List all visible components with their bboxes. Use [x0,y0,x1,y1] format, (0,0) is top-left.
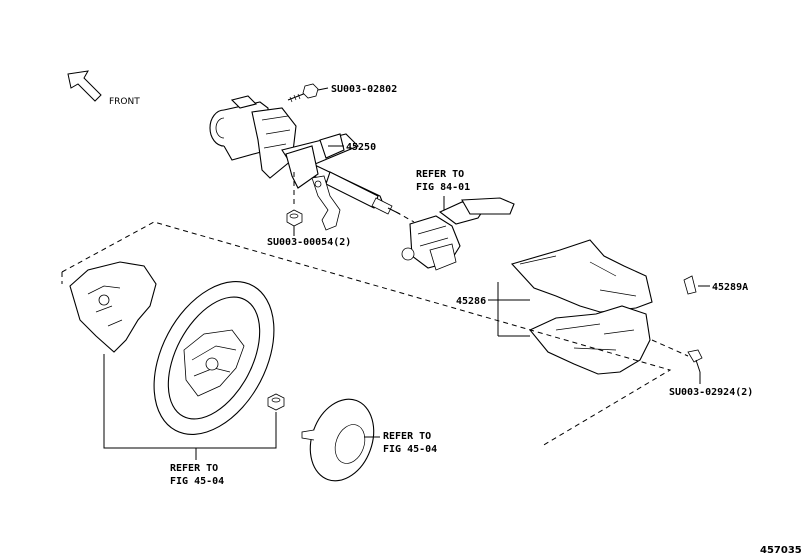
wheel-nut-icon [267,393,285,411]
wheel-group-bracket [103,354,277,449]
screw-dashed-leader [651,339,689,357]
front-label: FRONT [109,97,140,107]
combination-switch [401,197,515,271]
horn-pad [301,398,375,482]
refer-switch-line1: REFER TO [416,169,464,180]
steering-wheel [153,281,275,435]
column-label: 45250 [346,142,376,153]
diagram-id: 457035 [760,545,802,556]
refer-pad-line1: REFER TO [383,431,431,442]
refer-wheel-line1: REFER TO [170,463,218,474]
screw-icon [687,349,703,373]
cover-set-label: 45286 [456,296,486,307]
nut-icon [286,209,303,227]
nut-column-label: SU003-00054(2) [267,237,351,248]
front-arrow-icon [67,70,102,102]
wheel-rear-cover [69,261,157,353]
column-cover-upper [510,239,653,313]
refer-switch-line2: FIG 84-01 [416,182,470,193]
bolt-top-icon [287,83,329,103]
assembly-dashed-outline [61,221,672,447]
bolt-top-label: SU003-02802 [331,84,397,95]
refer-pad-line2: FIG 45-04 [383,444,437,455]
screw-cover-label: SU003-02924(2) [669,387,753,398]
clip-icon [683,275,697,295]
refer-wheel-line2: FIG 45-04 [170,476,224,487]
steering-column-assembly [209,95,401,231]
switch-dashed-leader [395,211,415,223]
clip-label: 45289A [712,282,748,293]
column-cover-lower [529,305,651,375]
